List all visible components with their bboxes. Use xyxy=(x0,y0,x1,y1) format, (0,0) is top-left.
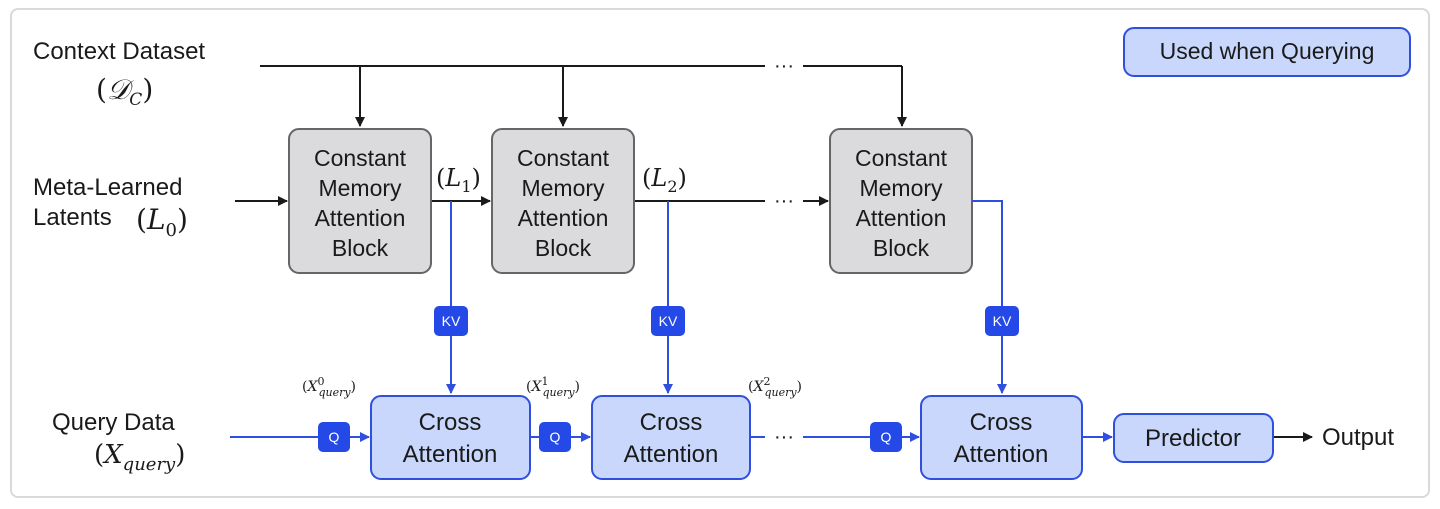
memory-block-3-line4: Block xyxy=(873,235,930,261)
q-badge-2: Q xyxy=(539,422,571,452)
meta-learned-latents-label: Meta-Learned Latents (L0) xyxy=(33,174,188,241)
memory-block-1-line3: Attention xyxy=(315,205,406,231)
latent-chain-ellipsis: ··· xyxy=(774,190,794,212)
q-badge-2-label: Q xyxy=(550,429,561,445)
context-dataset-label: Context Dataset (𝒟C) xyxy=(33,38,205,110)
memory-block-1: Constant Memory Attention Block xyxy=(288,128,432,274)
kv-badge-1: KV xyxy=(434,306,468,336)
predictor-block: Predictor xyxy=(1113,413,1274,463)
q-badge-1-label: Q xyxy=(329,429,340,445)
cross-attention-1-line1: Cross xyxy=(419,409,482,436)
kv-badge-1-label: KV xyxy=(442,313,461,329)
context-dataset-symbol: (𝒟C) xyxy=(96,73,153,110)
cross-attention-2-line2: Attention xyxy=(624,441,719,468)
q-badge-3-label: Q xyxy=(881,429,892,445)
latent-label-l1: (L1) xyxy=(436,164,481,196)
kv-badge-2-label: KV xyxy=(659,313,678,329)
cross-attention-1-line2: Attention xyxy=(403,441,498,468)
memory-block-1-line2: Memory xyxy=(318,175,402,201)
memory-block-2-line1: Constant xyxy=(517,145,610,171)
latents-title-line1: Meta-Learned xyxy=(33,174,182,201)
memory-block-2-line3: Attention xyxy=(518,205,609,231)
query-chain-ellipsis: ··· xyxy=(774,426,794,448)
predictor-label: Predictor xyxy=(1145,425,1241,452)
cross-attention-block-3: Cross Attention xyxy=(920,395,1083,480)
context-connector xyxy=(260,65,907,127)
memory-block-3: Constant Memory Attention Block xyxy=(829,128,973,274)
latent-label-l2: (L2) xyxy=(642,164,687,196)
q-badge-1: Q xyxy=(318,422,350,452)
kv-badge-3: KV xyxy=(985,306,1019,336)
legend-label: Used when Querying xyxy=(1160,38,1375,64)
query-data-label: Query Data (Xquery) xyxy=(52,409,185,475)
cross-attention-3-line2: Attention xyxy=(954,441,1049,468)
q-badge-3: Q xyxy=(870,422,902,452)
context-ellipsis: ··· xyxy=(774,55,794,77)
output-label: Output xyxy=(1322,424,1394,451)
memory-block-1-line4: Block xyxy=(332,235,389,261)
kv-connectors xyxy=(446,200,1007,394)
memory-block-2: Constant Memory Attention Block xyxy=(491,128,635,274)
query-data-symbol: (Xquery) xyxy=(94,440,185,475)
context-dataset-title: Context Dataset xyxy=(33,38,205,65)
legend-box: Used when Querying xyxy=(1123,27,1411,77)
memory-block-3-line1: Constant xyxy=(855,145,948,171)
kv-badge-3-label: KV xyxy=(993,313,1012,329)
latents-title-line2: Latents xyxy=(33,204,112,231)
latents-symbol: (L0) xyxy=(136,203,188,241)
query-data-title: Query Data xyxy=(52,409,175,436)
memory-block-1-line1: Constant xyxy=(314,145,407,171)
memory-block-3-line2: Memory xyxy=(859,175,943,201)
cross-attention-block-1: Cross Attention xyxy=(370,395,531,480)
kv-badge-2: KV xyxy=(651,306,685,336)
cross-attention-3-line1: Cross xyxy=(970,409,1033,436)
memory-block-2-line2: Memory xyxy=(521,175,605,201)
cross-attention-block-2: Cross Attention xyxy=(591,395,751,480)
memory-block-2-line4: Block xyxy=(535,235,592,261)
memory-block-3-line3: Attention xyxy=(856,205,947,231)
cross-attention-2-line1: Cross xyxy=(640,409,703,436)
